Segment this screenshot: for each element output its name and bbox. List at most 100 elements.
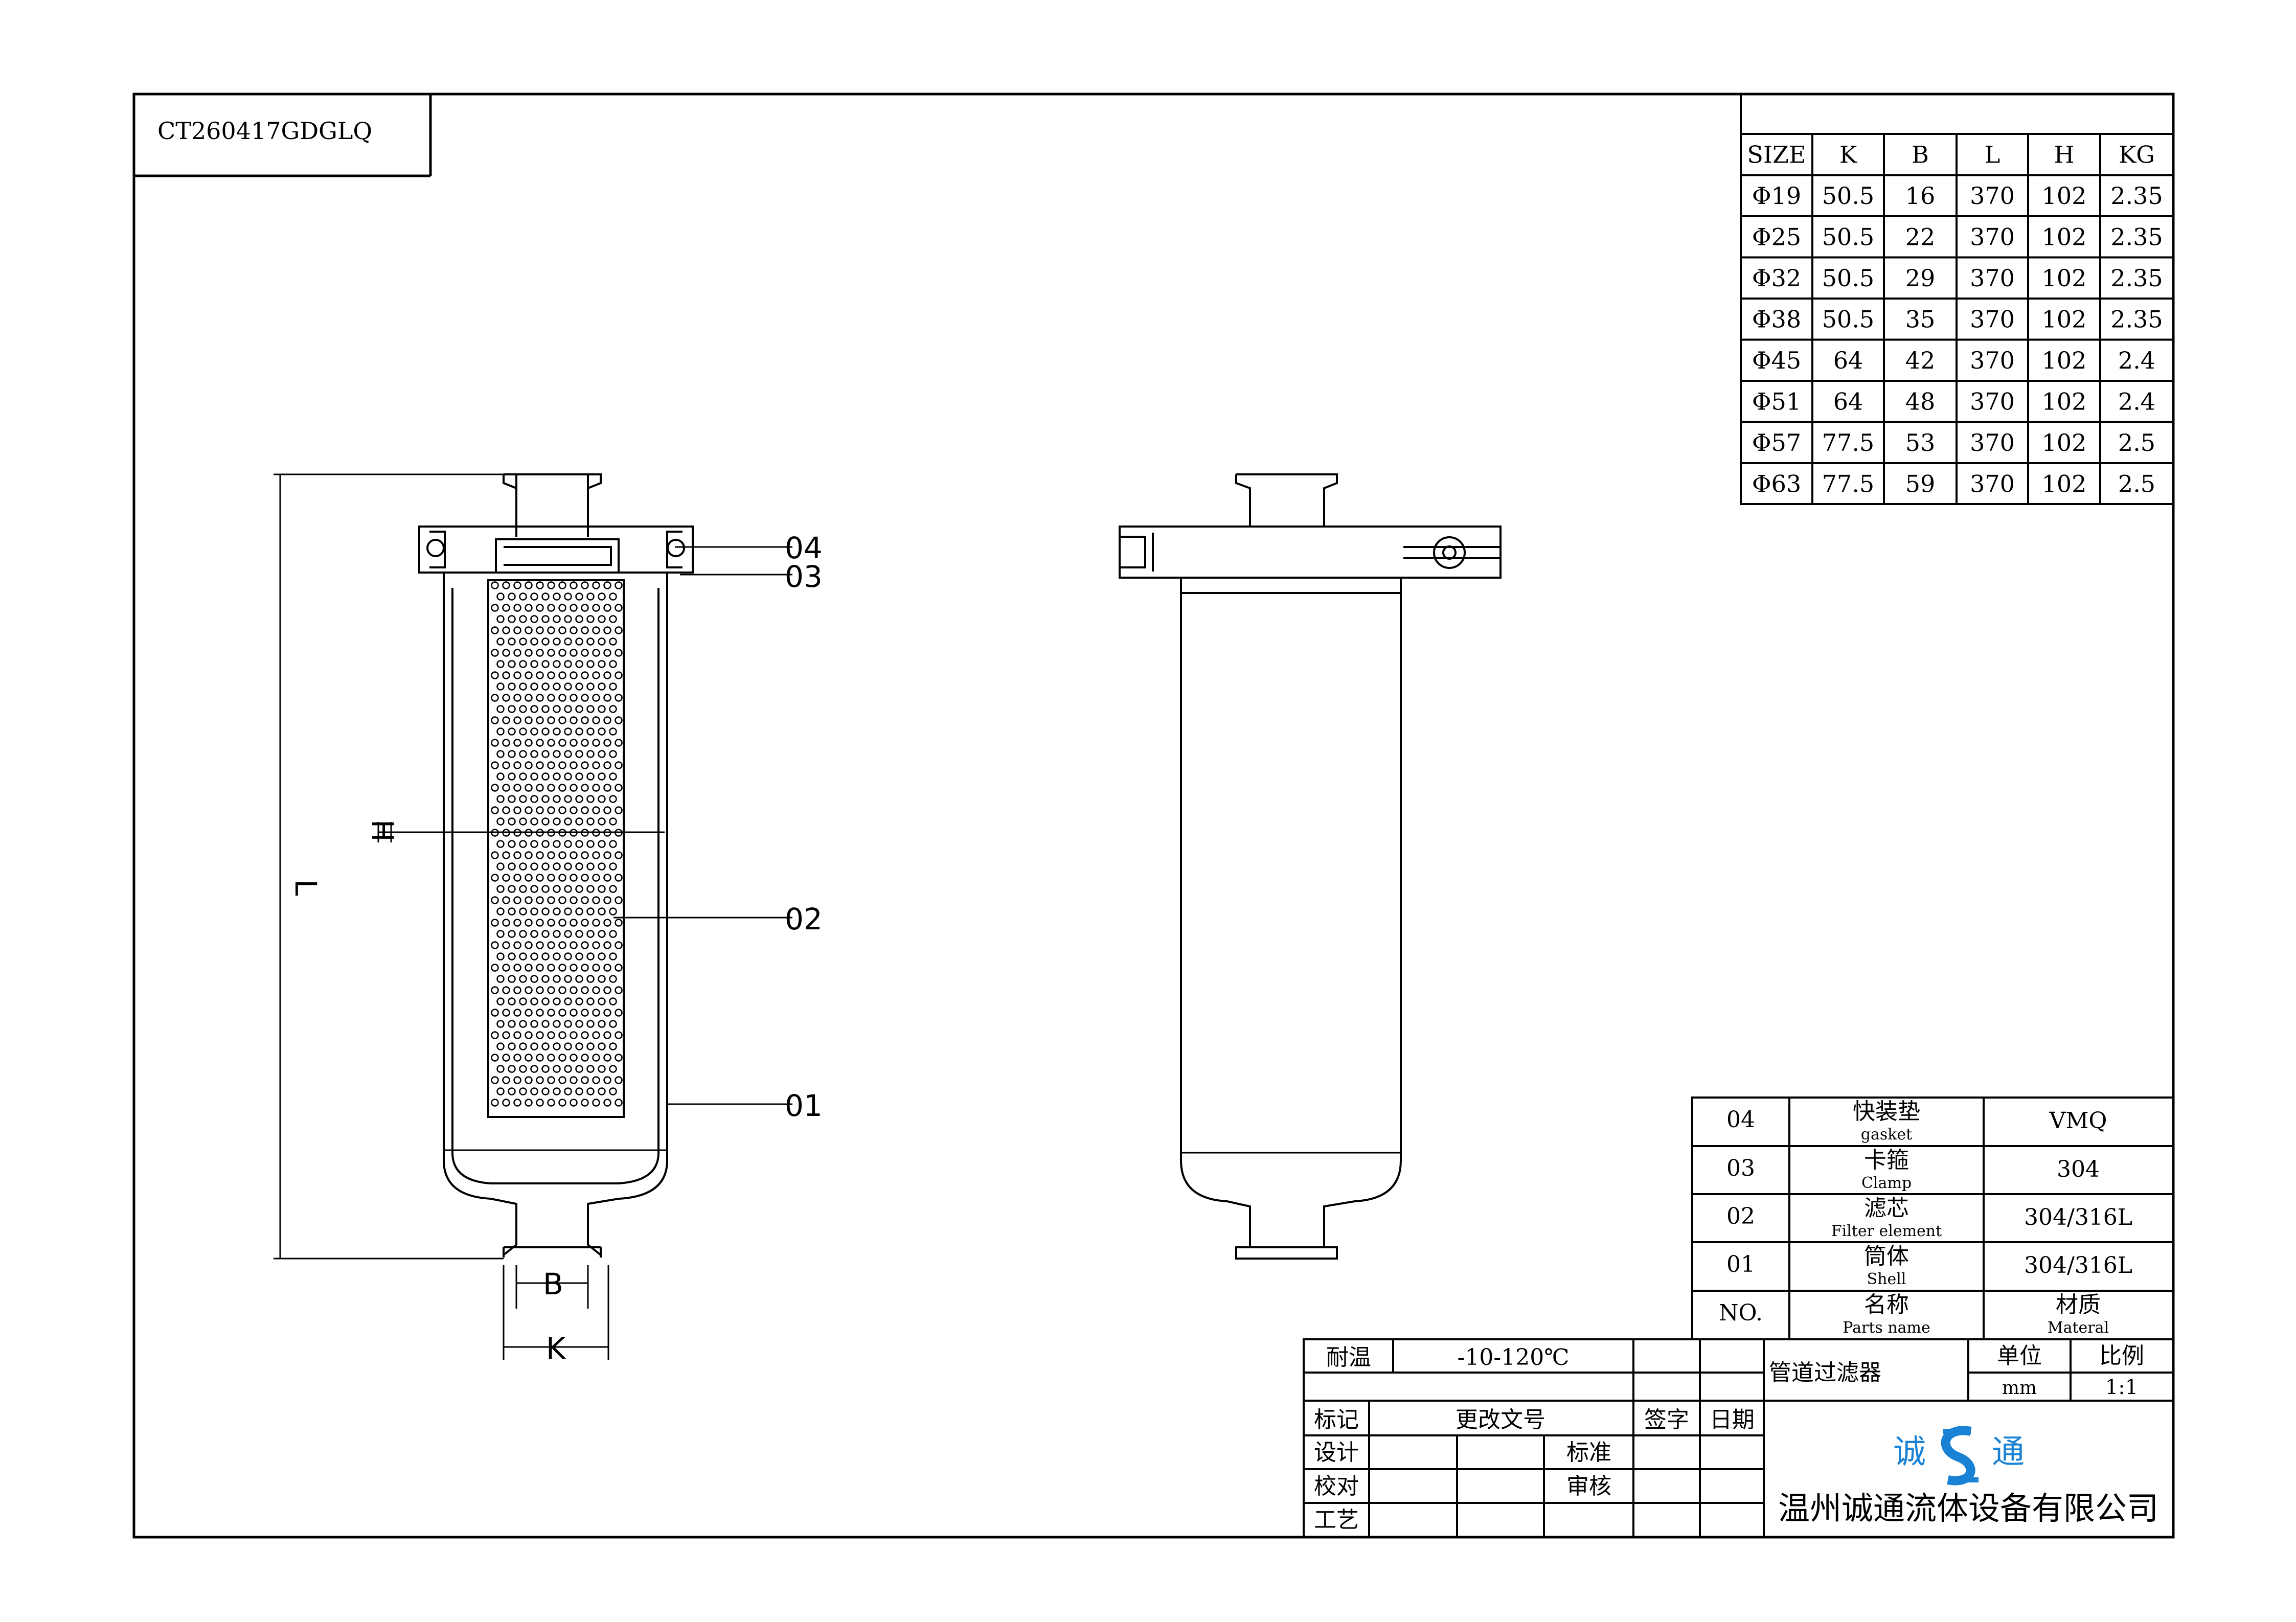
perforation-hole [570, 1031, 578, 1039]
perforation-hole [496, 862, 505, 871]
perforation-hole [547, 851, 555, 859]
perforation-hole [615, 604, 623, 612]
perforation-hole [586, 1042, 595, 1050]
perforation-hole [519, 862, 527, 871]
perforation-hole [615, 1009, 623, 1017]
perforation-hole [603, 716, 611, 724]
company-name: 温州诚通流体设备有限公司 [1778, 1490, 2158, 1527]
perforation-hole [609, 750, 617, 758]
perforation-hole [598, 750, 606, 758]
perforation-hole [558, 761, 566, 769]
perforation-hole [609, 840, 617, 848]
perforation-hole [558, 604, 566, 612]
size-table-cell: 2.4 [2118, 347, 2155, 374]
perforation-hole [530, 840, 538, 848]
perforation-hole [530, 952, 538, 961]
perforation-hole [598, 705, 606, 713]
perforation-hole [508, 750, 516, 758]
perforation-hole [508, 952, 516, 961]
perforation-hole [575, 817, 583, 826]
parts-name-en: gasket [1861, 1126, 1912, 1144]
perforation-hole [615, 919, 623, 927]
perforation-hole [496, 1065, 505, 1073]
perforation-hole [575, 907, 583, 916]
perforation-hole [519, 660, 527, 668]
perforation-hole [564, 592, 572, 601]
perforation-hole [525, 649, 533, 657]
perforation-hole [536, 851, 544, 859]
perforation-hole [508, 930, 516, 938]
perforation-hole [553, 862, 561, 871]
perforation-hole [513, 671, 521, 679]
perforation-hole [541, 840, 550, 848]
perforation-hole [564, 682, 572, 691]
perforation-hole [525, 964, 533, 972]
perforation-hole [513, 716, 521, 724]
perforation-hole [508, 637, 516, 646]
perforation-hole [570, 1099, 578, 1107]
perforation-hole [598, 885, 606, 893]
perforation-hole [592, 784, 600, 792]
perforation-hole [547, 784, 555, 792]
perforation-hole [609, 1042, 617, 1050]
perforation-hole [558, 1009, 566, 1017]
perforation-hole [603, 626, 611, 634]
scale-label: 比例 [2099, 1343, 2144, 1369]
perforation-hole [536, 941, 544, 949]
size-table-cell: 2.5 [2118, 429, 2155, 456]
perforation-hole [508, 795, 516, 803]
perforation-hole [547, 1054, 555, 1062]
perforation-hole [609, 660, 617, 668]
perforation-hole [525, 1076, 533, 1084]
perforation-hole [564, 1042, 572, 1050]
signature-label: 签字 [1644, 1407, 1689, 1433]
perforation-hole [575, 682, 583, 691]
perforation-hole [502, 896, 510, 904]
perforation-hole [536, 716, 544, 724]
perforation-hole [575, 772, 583, 781]
perforation-hole [547, 919, 555, 927]
perforation-hole [519, 682, 527, 691]
perforation-hole [581, 1099, 589, 1107]
parts-name-cn: 快装垫 [1853, 1099, 1920, 1125]
perforation-hole [525, 739, 533, 747]
perforation-hole [519, 750, 527, 758]
perforation-hole [508, 1042, 516, 1050]
title-block [1303, 1338, 2174, 1538]
perforation-hole [502, 874, 510, 882]
perforation-hole [508, 862, 516, 871]
size-table-cell: 77.5 [1822, 470, 1874, 497]
perforation-hole [592, 649, 600, 657]
product-name: 管道过滤器 [1769, 1360, 1881, 1386]
perforation-hole [496, 750, 505, 758]
perforation-hole [615, 649, 623, 657]
perforation-hole [598, 727, 606, 736]
parts-no: 02 [1726, 1203, 1755, 1229]
perforation-hole [581, 874, 589, 882]
perforation-hole [581, 1076, 589, 1084]
shell-01-inner [451, 588, 660, 1184]
perforation-hole [592, 716, 600, 724]
perforation-hole [547, 874, 555, 882]
perforation-hole [553, 952, 561, 961]
perforation-hole [508, 840, 516, 848]
parts-name-en: Clamp [1861, 1174, 1912, 1192]
size-table-cell: 50.5 [1822, 305, 1874, 333]
size-table-header-cell: H [2054, 141, 2074, 168]
dimension-K: K [546, 1331, 566, 1366]
parts-material: 304/316L [2024, 1204, 2132, 1230]
perforation-hole [496, 952, 505, 961]
perforation-hole [564, 1065, 572, 1073]
perforation-hole [508, 682, 516, 691]
perforation-hole [581, 806, 589, 814]
perforation-hole [502, 986, 510, 994]
perforation-hole [592, 851, 600, 859]
perforation-hole [525, 851, 533, 859]
perforation-hole [570, 1054, 578, 1062]
perforation-hole [558, 626, 566, 634]
perforation-hole [570, 694, 578, 702]
perforation-hole [519, 952, 527, 961]
perforation-hole [508, 907, 516, 916]
perforation-hole [491, 919, 499, 927]
perforation-hole [603, 896, 611, 904]
